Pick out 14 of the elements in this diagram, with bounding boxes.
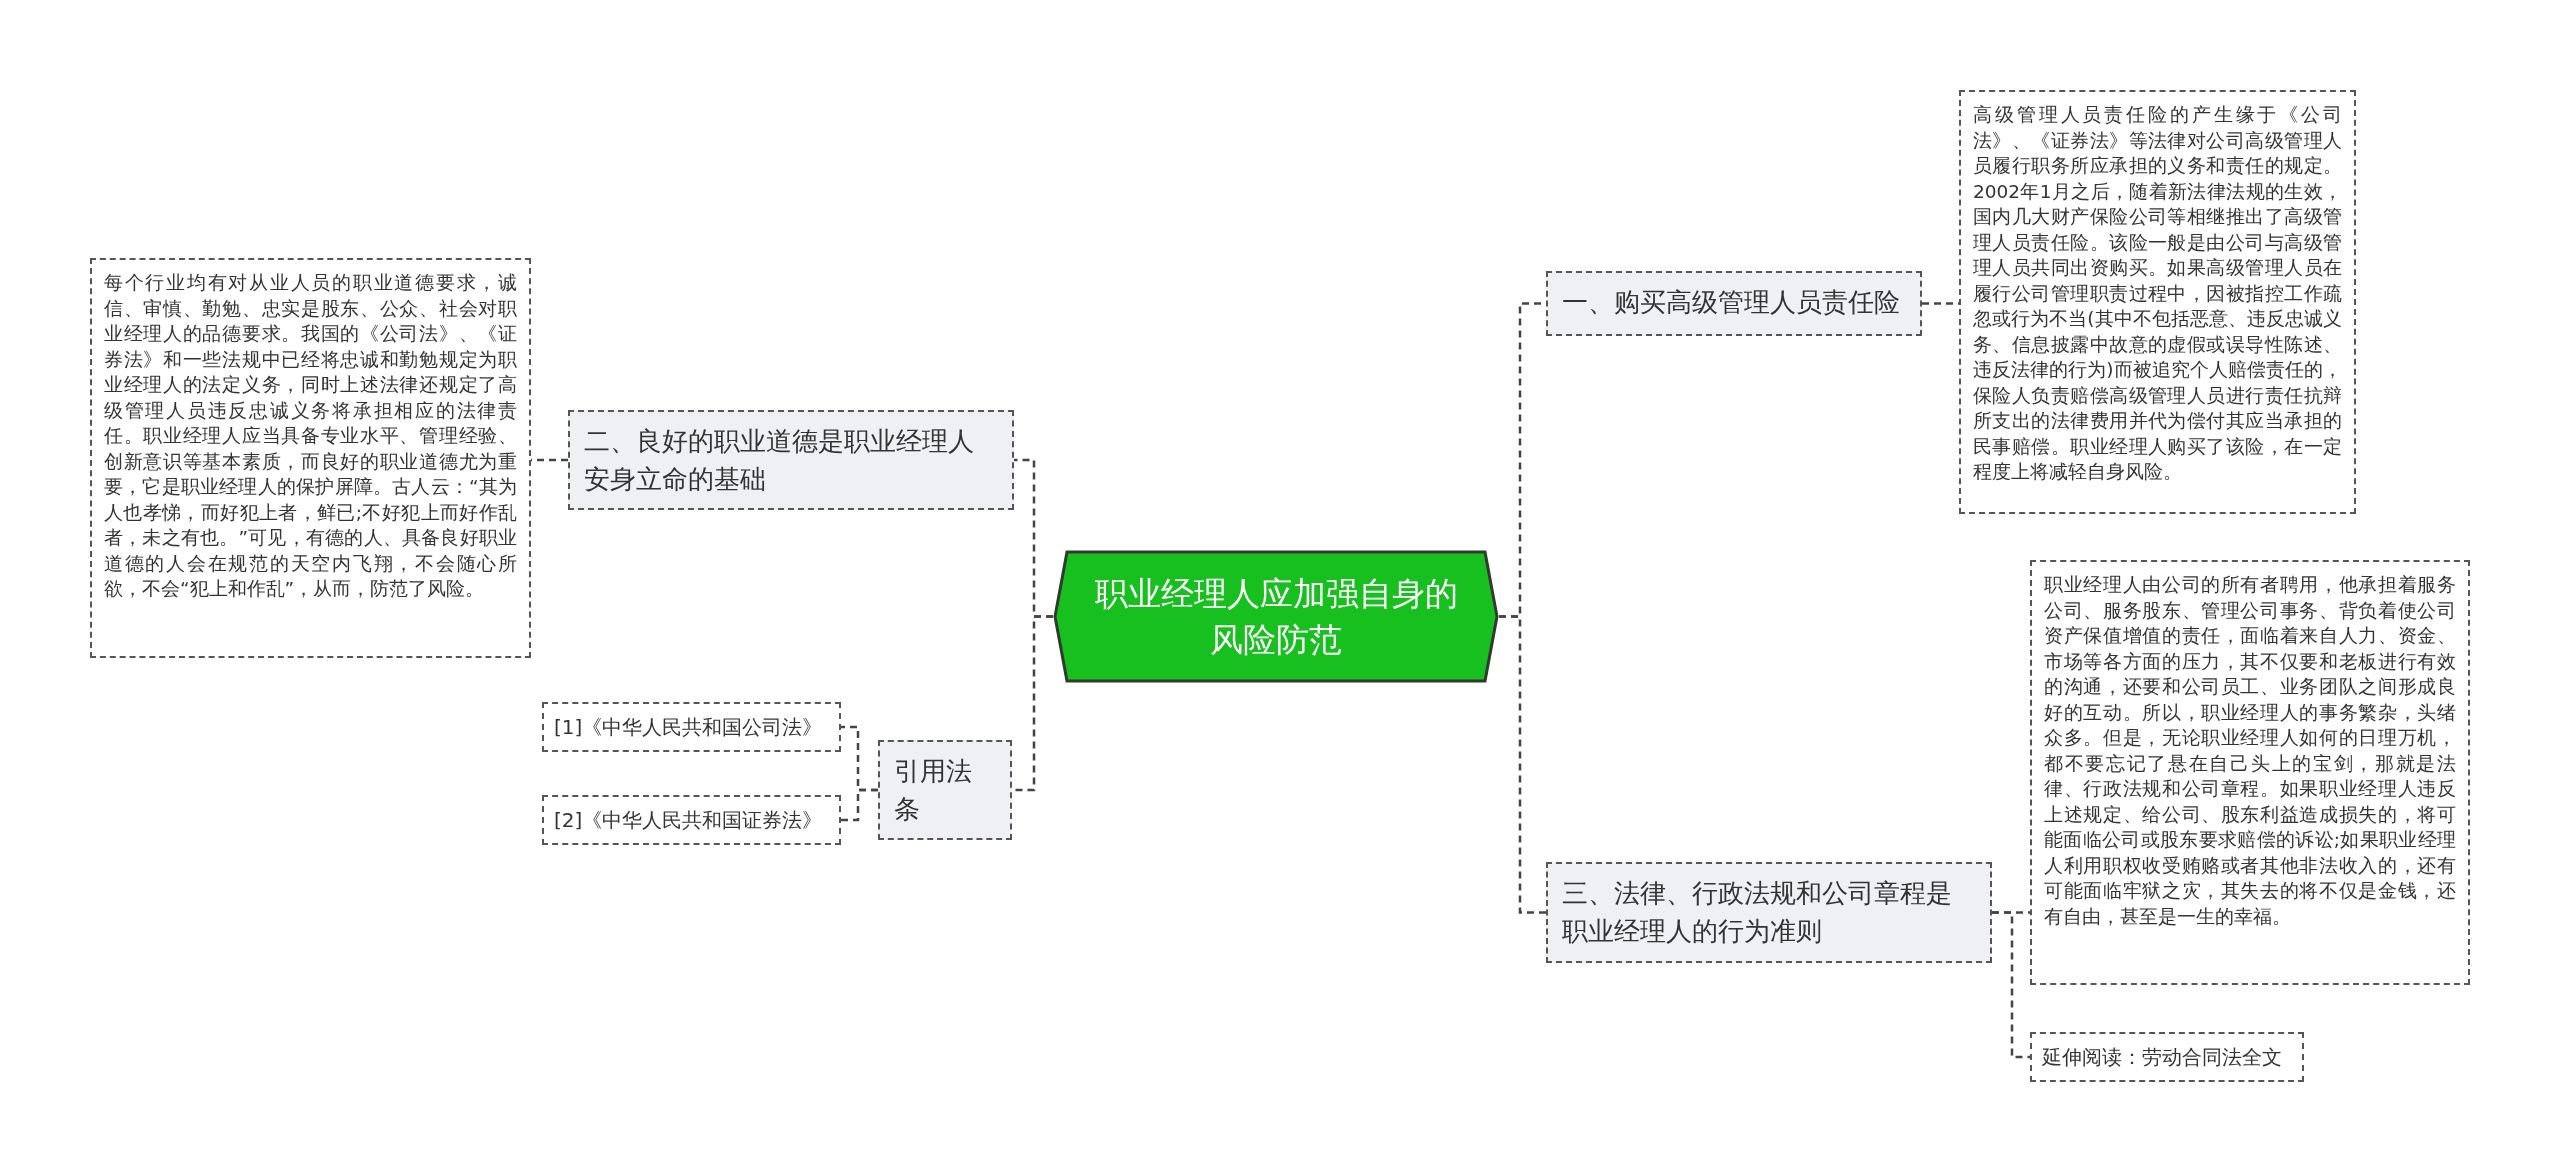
topic-box: 二、良好的职业道德是职业经理人安身立命的基础 [568, 410, 1014, 510]
reference-box: [2]《中华人民共和国证券法》 [542, 795, 841, 845]
topic-box: 一、购买高级管理人员责任险 [1546, 271, 1922, 336]
connector-line [1992, 911, 2030, 1059]
note-box: 每个行业均有对从业人员的职业道德要求，诚信、审慎、勤勉、忠实是股东、公众、社会对职业经理人的品德要求。我国的《公司法》、《证券法》和一些法规中已经将忠诚和勤勉规定为职业经理人的法定义务，同时上述法律还规定了高级管理人员违反忠诚义务将承担相应的法律责任。职业经理人应当具备专业水平、管理经验、创新意识等基本素质，而良好的职业道德尤为重要，它是职业经理人的保护屏障。古人云：“其为人也孝悌，而好犯上者，鲜已;不好犯上而好作乱者，未之有也。”可见，有德的人、具备良好职业道德的人会在规范的天空内飞翔，不会随心所欲，不会“犯上和作乱”，从而，防范了风险。 [90, 258, 531, 658]
reference-box: [1]《中华人民共和国公司法》 [542, 702, 841, 752]
link-box: 延伸阅读：劳动合同法全文 [2030, 1032, 2304, 1082]
connector-line [841, 788, 878, 822]
note-box: 高级管理人员责任险的产生缘于《公司法》、《证券法》等法律对公司高级管理人员履行职务所应承担的义务和责任的规定。2002年1月之后，随着新法律法规的生效，国内几大财产保险公司等相继推出了高级管理人员责任险。该险一般是由公司与高级管理人员共同出资购买。如果高级管理人员在履行公司管理职责过程中，因被指控工作疏忽或行为不当(其中不包括恶意、违反忠诚义务、信息披露中故意的虚假或误导性陈述、违反法律的行为)而被追究个人赔偿责任的，保险人负责赔偿高级管理人员进行责任抗辩所支出的法律费用并代为偿付其应当承担的民事赔偿。职业经理人购买了该险，在一定程度上将减轻自身风险。 [1959, 90, 2356, 514]
connector-line [1499, 615, 1546, 914]
note-box: 职业经理人由公司的所有者聘用，他承担着服务公司、服务股东、管理公司事务、背负着使公司资产保值增值的责任，面临着来自人力、资金、市场等各方面的压力，其不仅要和老板进行有效的沟通，还要和公司员工、业务团队之间形成良好的互动。所以，职业经理人的事务繁杂，头绪众多。但是，无论职业经理人如何的日理万机，都不要忘记了悬在自己头上的宝剑，那就是法律、行政法规和公司章程。如果职业经理人违反上述规定、给公司、股东利益造成损失的，将可能面临公司或股东要求赔偿的诉讼;如果职业经理人利用职权收受贿赂或者其他非法收入的，还有可能面临牢狱之灾，其失去的将不仅是金钱，还有自由，甚至是一生的幸福。 [2030, 560, 2470, 985]
central-topic: 职业经理人应加强自身的风险防范 [1053, 550, 1499, 683]
topic-box: 三、法律、行政法规和公司章程是职业经理人的行为准则 [1546, 862, 1992, 963]
topic-box: 引用法条 [878, 740, 1012, 840]
